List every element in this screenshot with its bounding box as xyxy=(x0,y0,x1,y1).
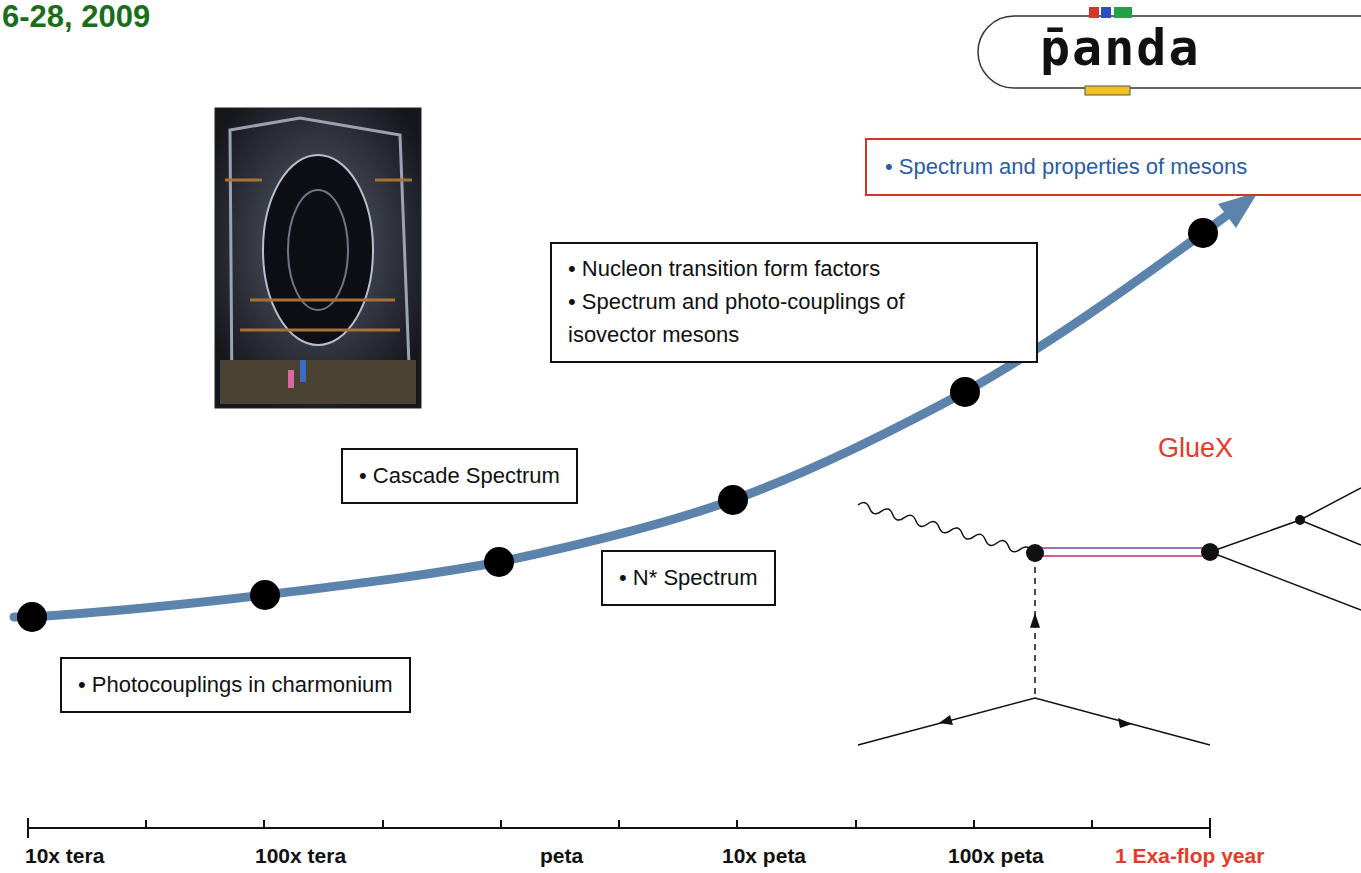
axis-label: 100x tera xyxy=(255,843,346,868)
text-box: • Cascade Spectrum xyxy=(341,448,578,504)
text-box: • Nucleon transition form factors• Spect… xyxy=(550,242,1038,363)
experiment-name: GlueX xyxy=(1158,432,1233,464)
box-text: • N* Spectrum xyxy=(619,563,758,593)
axis-label: 10x tera xyxy=(25,843,104,868)
date-heading: 6-28, 2009 xyxy=(2,0,150,35)
flops-axis xyxy=(28,818,1210,838)
box-text: • Photocouplings in charmonium xyxy=(78,670,393,700)
box-text: • Spectrum and properties of mesons xyxy=(885,152,1361,182)
feynman-diagram xyxy=(857,488,1361,745)
axis-label: 100x peta xyxy=(948,843,1044,868)
detector-photo xyxy=(215,108,421,408)
box-text: • Nucleon transition form factors xyxy=(568,252,996,285)
box-text: • Cascade Spectrum xyxy=(359,461,560,491)
logo-text: p̄anda xyxy=(1040,18,1201,78)
text-box: • Spectrum and properties of mesons xyxy=(865,138,1361,196)
logo-frame xyxy=(978,7,1361,95)
text-box: • Photocouplings in charmonium xyxy=(60,657,411,713)
growth-curve xyxy=(14,192,1258,632)
text-box: • N* Spectrum xyxy=(601,550,776,606)
axis-label: 1 Exa-flop year xyxy=(1115,843,1264,868)
box-text: • Spectrum and photo-couplings of isovec… xyxy=(568,285,996,351)
axis-label: 10x peta xyxy=(722,843,806,868)
axis-label: peta xyxy=(540,843,583,868)
